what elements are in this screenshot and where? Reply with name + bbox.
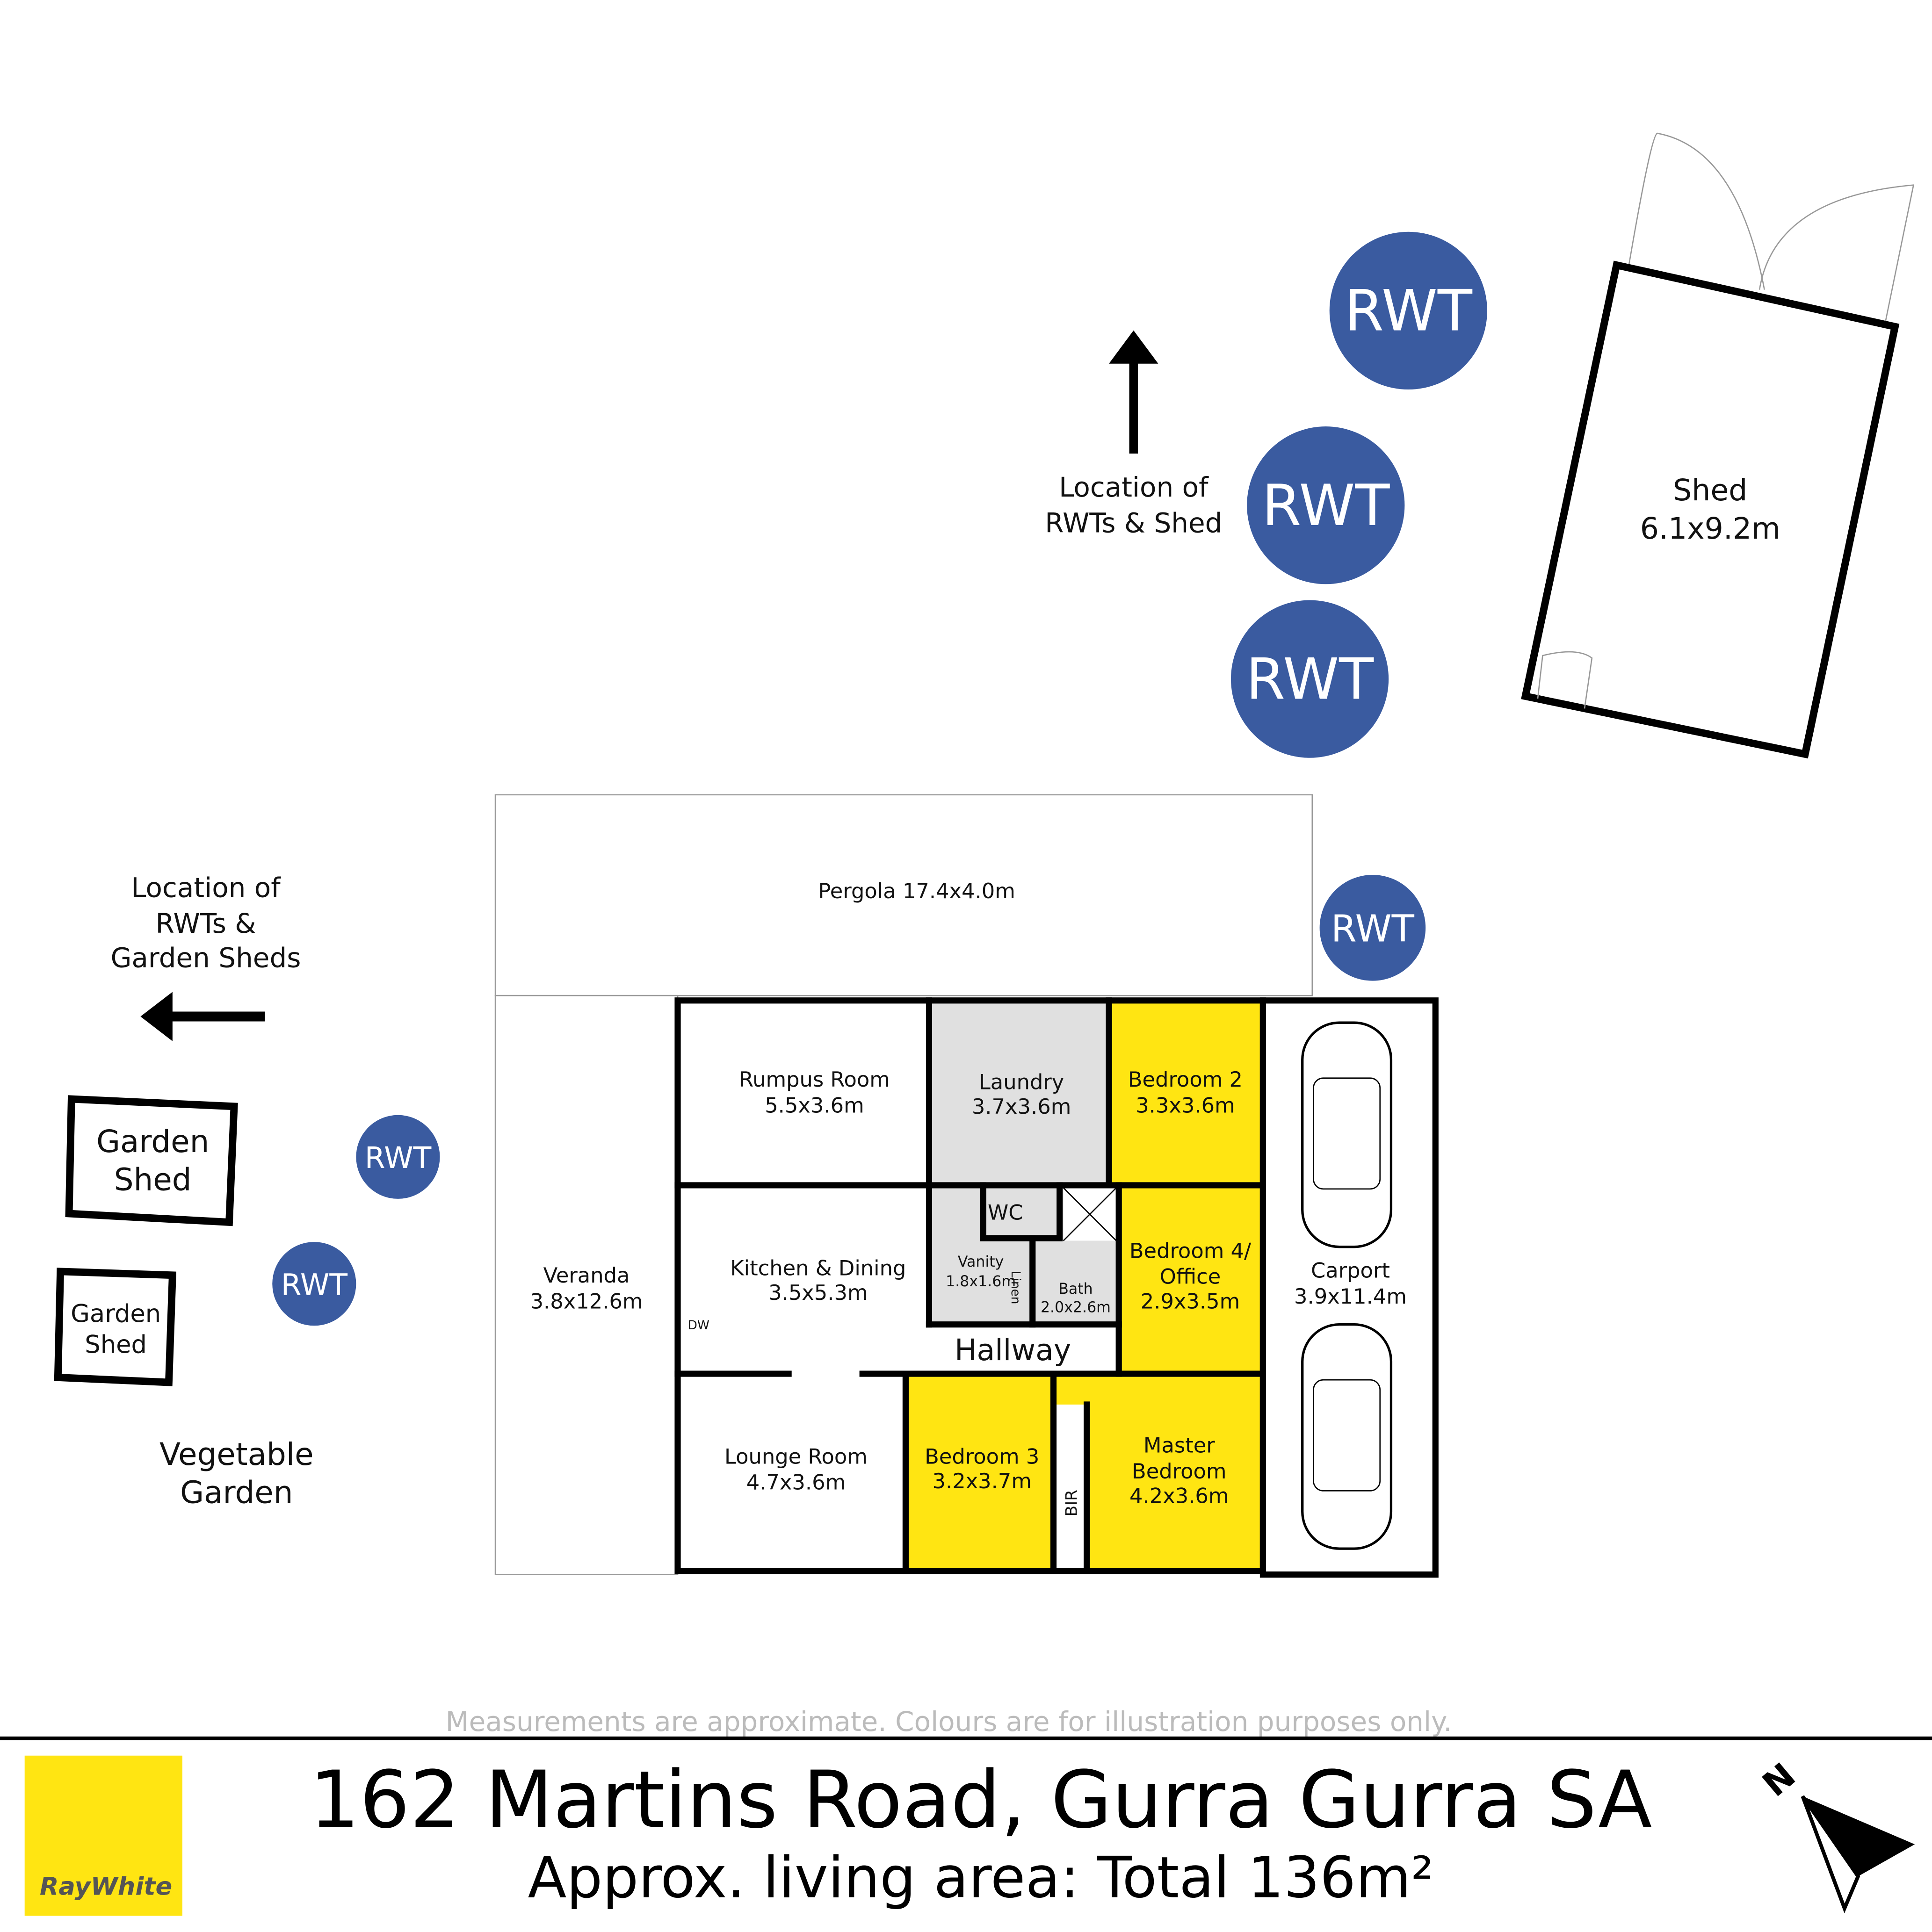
master-name-line1: Master [1143, 1433, 1215, 1458]
north-arrow-annotation: Location of RWTs & Shed [1045, 330, 1222, 539]
master-name-line2: Bedroom [1132, 1459, 1226, 1484]
carport-name: Carport [1311, 1258, 1390, 1283]
shed-name: Shed [1673, 473, 1747, 507]
bedroom2-fill [1109, 1003, 1261, 1185]
svg-text:RWT: RWT [365, 1140, 432, 1175]
svg-text:N: N [1755, 1756, 1803, 1805]
rwt-tank: RWT [272, 1242, 356, 1326]
bedroom4-fill [1119, 1185, 1261, 1374]
kitchen-name: Kitchen & Dining [730, 1255, 906, 1280]
disclaimer: Measurements are approximate. Colours ar… [446, 1706, 1452, 1737]
laundry-size: 3.7x3.6m [972, 1094, 1071, 1119]
bedroom2-size: 3.3x3.6m [1136, 1093, 1235, 1118]
svg-text:Garden: Garden [96, 1124, 209, 1160]
rwt-tank: RWT [1329, 231, 1487, 390]
lounge-name: Lounge Room [724, 1444, 868, 1469]
svg-text:Shed: Shed [85, 1330, 147, 1359]
carport-size: 3.9x11.4m [1294, 1284, 1407, 1309]
svg-text:RWT: RWT [1262, 473, 1390, 539]
hallway-label: Hallway [955, 1333, 1071, 1367]
bedroom4-size: 2.9x3.5m [1141, 1289, 1240, 1313]
svg-text:Garden: Garden [71, 1299, 161, 1328]
svg-text:Garden Sheds: Garden Sheds [110, 942, 301, 974]
car-icon [1301, 1021, 1393, 1248]
bath-size: 2.0x2.6m [1041, 1299, 1111, 1316]
bedroom4-name-line1: Bedroom 4/ [1129, 1238, 1252, 1263]
rumpus-name: Rumpus Room [739, 1067, 890, 1092]
west-annotation: Location of RWTs & Garden Sheds [110, 872, 301, 1041]
bir-label: BIR [1063, 1490, 1081, 1516]
laundry-name: Laundry [979, 1069, 1064, 1094]
veranda-name: Veranda [543, 1263, 630, 1288]
living-area: Approx. living area: Total 136m² [528, 1845, 1434, 1911]
bedroom4-name-line2: Office [1160, 1264, 1221, 1289]
north-note-line2: RWTs & Shed [1045, 507, 1222, 539]
svg-text:RWT: RWT [1345, 278, 1473, 344]
rumpus-size: 5.5x3.6m [765, 1093, 864, 1118]
linen-label: Linen [1008, 1271, 1022, 1305]
kitchen-size: 3.5x5.3m [768, 1280, 868, 1305]
vanity-name: Vanity [958, 1254, 1004, 1270]
vegetable-garden-line2: Garden [180, 1475, 293, 1511]
shed: Shed 6.1x9.2m [1521, 132, 1915, 759]
bedroom2-name: Bedroom 2 [1128, 1067, 1243, 1092]
vegetable-garden-line1: Vegetable [159, 1436, 314, 1472]
lounge-size: 4.7x3.6m [746, 1470, 846, 1495]
laundry-fill [929, 1003, 1109, 1185]
bedroom3-fill [905, 1374, 1054, 1571]
svg-text:RWT: RWT [1331, 907, 1415, 950]
svg-text:Shed: Shed [114, 1161, 192, 1197]
vanity-size: 1.8x1.6m [946, 1273, 1016, 1290]
bedroom3-size: 3.2x3.7m [933, 1469, 1032, 1493]
wc-label: WC [988, 1200, 1023, 1225]
rwt-tank: RWT [1230, 600, 1389, 758]
raywhite-logo: RayWhite [24, 1755, 182, 1916]
bedroom3-name: Bedroom 3 [925, 1444, 1039, 1469]
svg-text:Location of: Location of [131, 872, 281, 903]
north-compass-icon: N [1755, 1756, 1915, 1914]
car-icon [1301, 1323, 1393, 1550]
bath-name: Bath [1058, 1281, 1093, 1298]
pergola-label: Pergola 17.4x4.0m [818, 879, 1015, 903]
rwt-tank: RWT [356, 1115, 440, 1199]
svg-text:RWT: RWT [1246, 646, 1374, 712]
garden-shed: Garden Shed [54, 1268, 177, 1386]
veranda-size: 3.8x12.6m [530, 1289, 643, 1313]
master-size: 4.2x3.6m [1129, 1484, 1229, 1508]
shed-size: 6.1x9.2m [1640, 511, 1780, 546]
rwt-tank: RWT [1247, 426, 1405, 584]
north-note-line1: Location of [1059, 471, 1209, 503]
walls [674, 997, 1439, 1578]
svg-text:RayWhite: RayWhite [40, 1872, 172, 1901]
svg-text:RWTs &: RWTs & [156, 908, 256, 939]
rwt-tank: RWT [1319, 875, 1426, 981]
svg-text:RWT: RWT [281, 1267, 348, 1302]
pergola [494, 794, 1313, 996]
garden-shed: Garden Shed [65, 1095, 238, 1226]
dishwasher-label: DW [688, 1319, 709, 1333]
address-title: 162 Martins Road, Gurra Gurra SA [310, 1754, 1652, 1846]
